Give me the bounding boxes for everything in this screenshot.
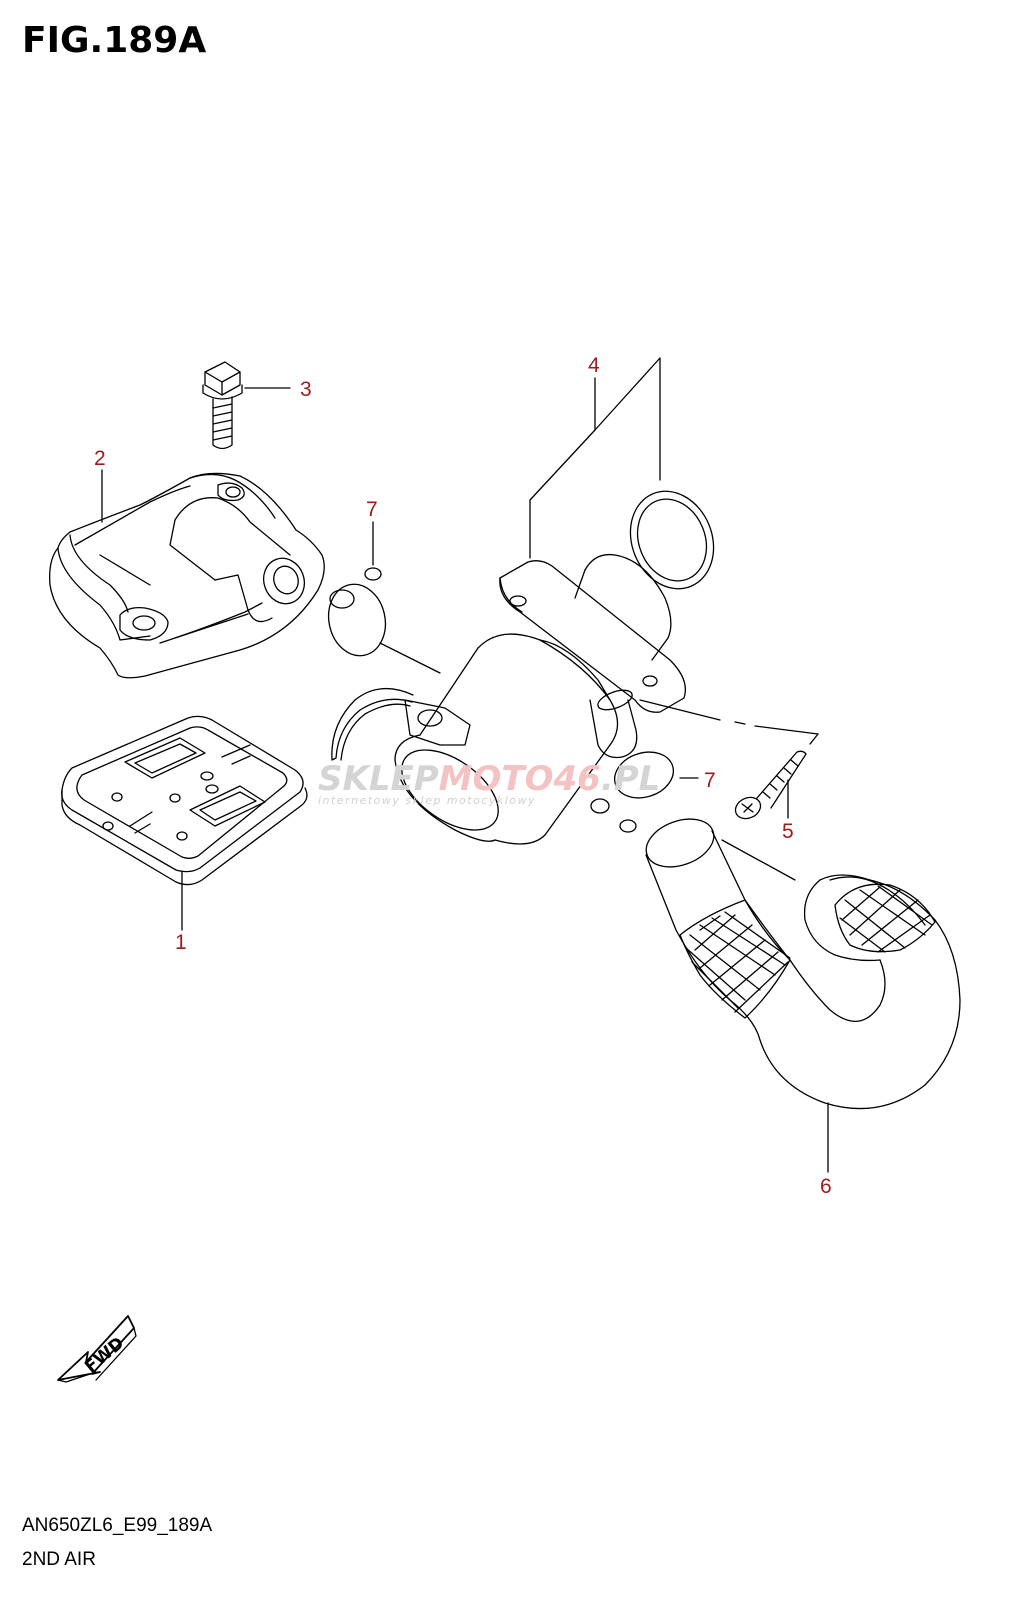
- callout-5: 5: [782, 820, 794, 843]
- part-7-o-ring-upper: [322, 568, 392, 661]
- part-5-screw: [732, 751, 806, 822]
- watermark-brand-suffix: .PL: [601, 759, 661, 799]
- figure-code: AN650ZL6_E99_189A: [22, 1515, 213, 1536]
- callout-1: 1: [175, 931, 187, 954]
- callout-4: 4: [588, 354, 600, 377]
- part-2-cover: [50, 473, 325, 677]
- callout-7-lower: 7: [704, 769, 716, 792]
- watermark-brand-number: 46: [553, 759, 601, 799]
- callout-labels: 1 2 3 4 5 6 7 7: [94, 354, 832, 1198]
- watermark-brand-part2: MOTO: [439, 759, 554, 799]
- fwd-arrow: FWD: [58, 1316, 136, 1382]
- part-3-bolt: [203, 362, 242, 449]
- callout-7-upper: 7: [366, 498, 378, 521]
- part-7-o-ring-lower: [591, 745, 679, 832]
- part-4-valve-body: [332, 358, 818, 846]
- callout-3: 3: [300, 378, 312, 401]
- part-6-hose: [640, 810, 960, 1108]
- watermark: SKLEPMOTO46.PL internetowy sklep motocyk…: [318, 759, 660, 807]
- figure-title: FIG.189A: [22, 20, 207, 61]
- callout-6: 6: [820, 1175, 832, 1198]
- figure-caption: 2ND AIR: [22, 1549, 96, 1570]
- watermark-tagline: internetowy sklep motocyklowy: [318, 794, 536, 807]
- svg-text:SKLEPMOTO46.PL: SKLEPMOTO46.PL: [318, 759, 660, 799]
- leader-lines: [102, 378, 828, 1172]
- part-1-gasket: [62, 716, 307, 884]
- watermark-brand-part1: SKLEP: [318, 759, 439, 799]
- callout-2: 2: [94, 447, 106, 470]
